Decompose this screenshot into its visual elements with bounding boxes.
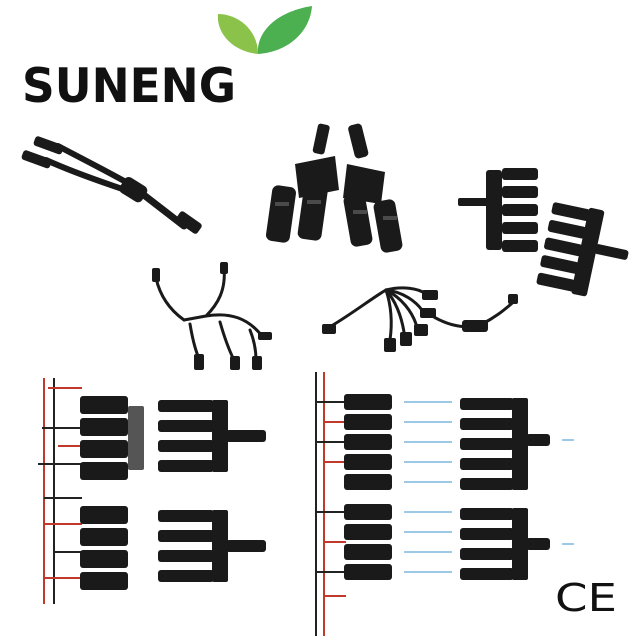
brand-name: SUNENG xyxy=(22,59,236,112)
y-cable-image xyxy=(16,128,206,240)
three-way-cable-image xyxy=(150,260,274,372)
five-way-cable-image xyxy=(322,268,520,374)
4-way-wiring-diagram xyxy=(34,378,270,604)
5-way-wiring-diagram xyxy=(312,372,574,636)
ce-mark-text: CE xyxy=(555,577,617,617)
ce-certification-mark: CE xyxy=(555,576,619,620)
t-connector-image xyxy=(265,120,415,254)
brand-logo: SUNENG xyxy=(22,56,242,114)
multi-branch-image xyxy=(458,160,630,300)
leaf-logo-icon xyxy=(214,4,314,56)
